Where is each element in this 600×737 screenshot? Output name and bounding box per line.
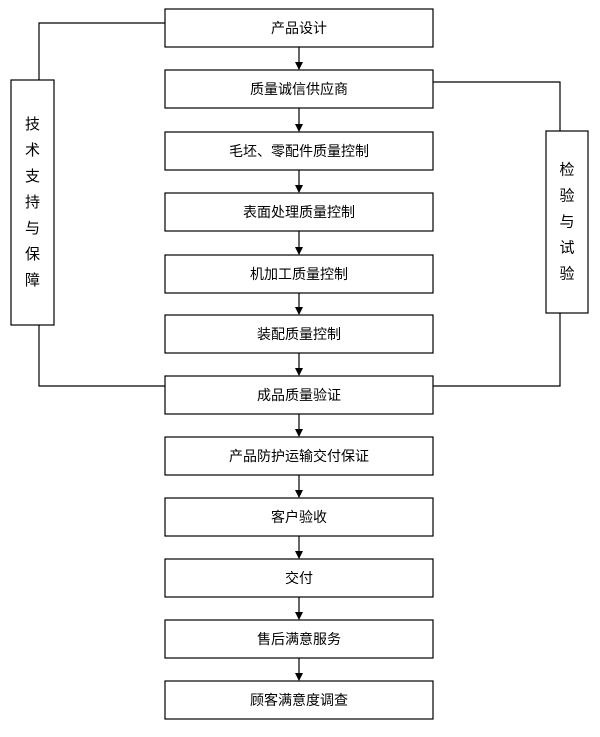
left-connector-bottom	[38, 325, 165, 387]
connector-lines	[38, 22, 561, 681]
step-label: 产品防护运输交付保证	[229, 448, 369, 465]
right-connector-top	[433, 81, 561, 131]
step-label: 产品设计	[271, 21, 327, 37]
left-connector-top	[38, 22, 165, 80]
process-steps: 产品设计质量诚信供应商毛坯、零配件质量控制表面处理质量控制机加工质量控制装配质量…	[164, 8, 434, 720]
side-boxes: 技术支持与保障 检验与试验	[10, 79, 589, 326]
step-label: 顾客满意度调查	[250, 692, 348, 709]
step-box	[164, 436, 434, 476]
technical-support-box	[10, 79, 55, 326]
step-label: 客户验收	[271, 509, 327, 526]
step-label: 交付	[285, 570, 313, 587]
step-label: 表面处理质量控制	[243, 205, 355, 221]
step-box	[164, 131, 434, 171]
step-box	[164, 314, 434, 354]
step-label: 成品质量验证	[257, 388, 341, 404]
step-box	[164, 497, 434, 537]
right-connector-bottom	[433, 313, 561, 387]
technical-support-label: 技术支持与保障	[25, 115, 40, 289]
step-label: 质量诚信供应商	[250, 81, 348, 98]
step-label: 装配质量控制	[257, 327, 341, 343]
inspection-testing-box	[545, 130, 589, 314]
step-box	[164, 254, 434, 294]
inspection-testing-label: 检验与试验	[559, 161, 574, 283]
step-box	[164, 192, 434, 232]
step-box	[164, 680, 434, 720]
step-box	[164, 619, 434, 659]
step-box	[164, 558, 434, 598]
step-box	[164, 69, 434, 109]
step-box	[164, 8, 434, 48]
step-label: 机加工质量控制	[250, 267, 348, 283]
step-label: 售后满意服务	[257, 631, 341, 648]
step-box	[164, 375, 434, 415]
step-label: 毛坯、零配件质量控制	[229, 144, 369, 160]
